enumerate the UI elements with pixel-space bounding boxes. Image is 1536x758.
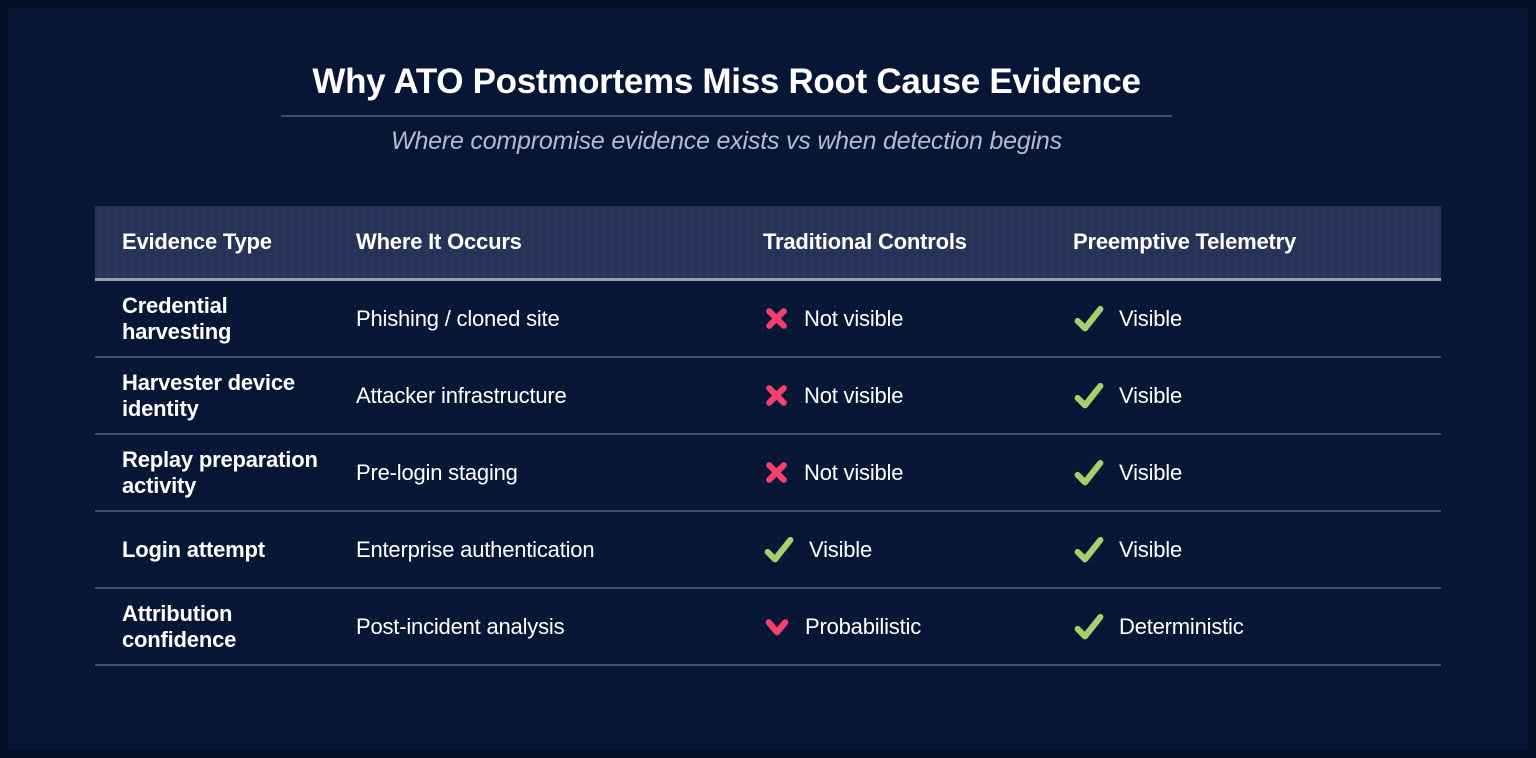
status-label: Visible [1119, 536, 1183, 562]
table-row: Attribution confidence Post-incident ana… [95, 589, 1441, 666]
cell-evidence-type: Attribution confidence [122, 600, 237, 652]
page-subtitle: Where compromise evidence exists vs when… [391, 127, 1062, 155]
cell-evidence-type: Replay preparation activity [122, 446, 318, 498]
column-header-evidence-type: Evidence Type [122, 229, 272, 254]
check-icon [1073, 380, 1105, 412]
table-row: Harvester device identity Attacker infra… [95, 358, 1441, 435]
table-row: Login attempt Enterprise authentication … [95, 512, 1441, 589]
x-icon [763, 382, 790, 409]
cell-preemptive-telemetry: Visible [1046, 457, 1441, 489]
cell-traditional-controls: Not visible [736, 382, 1046, 409]
cell-preemptive-telemetry: Visible [1046, 380, 1441, 412]
table-row: Credential harvesting Phishing / cloned … [95, 281, 1441, 358]
x-icon [763, 305, 790, 332]
cell-preemptive-telemetry: Visible [1046, 534, 1441, 566]
page-title: Why ATO Postmortems Miss Root Cause Evid… [281, 62, 1172, 117]
status-label: Not visible [804, 382, 904, 408]
table-header-row: Evidence Type Where It Occurs Traditiona… [95, 206, 1441, 281]
status-label: Visible [1119, 305, 1183, 331]
status-label: Visible [809, 536, 873, 562]
table-row: Replay preparation activity Pre-login st… [95, 435, 1441, 512]
check-icon [763, 534, 795, 566]
status-label: Visible [1119, 382, 1183, 408]
status-label: Visible [1119, 459, 1183, 485]
cell-where-it-occurs: Pre-login staging [356, 459, 518, 485]
status-label: Deterministic [1119, 613, 1244, 639]
check-icon [1073, 611, 1105, 643]
column-header-where-it-occurs: Where It Occurs [356, 229, 522, 254]
cell-preemptive-telemetry: Deterministic [1046, 611, 1441, 643]
check-icon [1073, 534, 1105, 566]
check-icon [1073, 457, 1105, 489]
cell-evidence-type: Harvester device identity [122, 369, 295, 421]
cell-preemptive-telemetry: Visible [1046, 303, 1441, 335]
cell-where-it-occurs: Enterprise authentication [356, 536, 595, 562]
column-header-preemptive-telemetry: Preemptive Telemetry [1073, 229, 1297, 254]
cell-traditional-controls: Visible [736, 534, 1046, 566]
check-icon [1073, 303, 1105, 335]
cell-evidence-type: Credential harvesting [122, 292, 232, 344]
cell-where-it-occurs: Phishing / cloned site [356, 305, 560, 331]
x-icon [763, 459, 790, 486]
title-block: Why ATO Postmortems Miss Root Cause Evid… [281, 62, 1172, 156]
cell-traditional-controls: Not visible [736, 459, 1046, 486]
cell-where-it-occurs: Post-incident analysis [356, 613, 565, 639]
status-label: Probabilistic [805, 613, 922, 639]
cell-evidence-type: Login attempt [122, 536, 265, 562]
cell-where-it-occurs: Attacker infrastructure [356, 382, 567, 408]
cell-traditional-controls: Probabilistic [736, 613, 1046, 641]
evidence-comparison-table: Evidence Type Where It Occurs Traditiona… [95, 206, 1441, 666]
column-header-traditional-controls: Traditional Controls [763, 229, 967, 254]
chevron-down-icon [763, 613, 791, 641]
status-label: Not visible [804, 459, 904, 485]
cell-traditional-controls: Not visible [736, 305, 1046, 332]
status-label: Not visible [804, 305, 904, 331]
